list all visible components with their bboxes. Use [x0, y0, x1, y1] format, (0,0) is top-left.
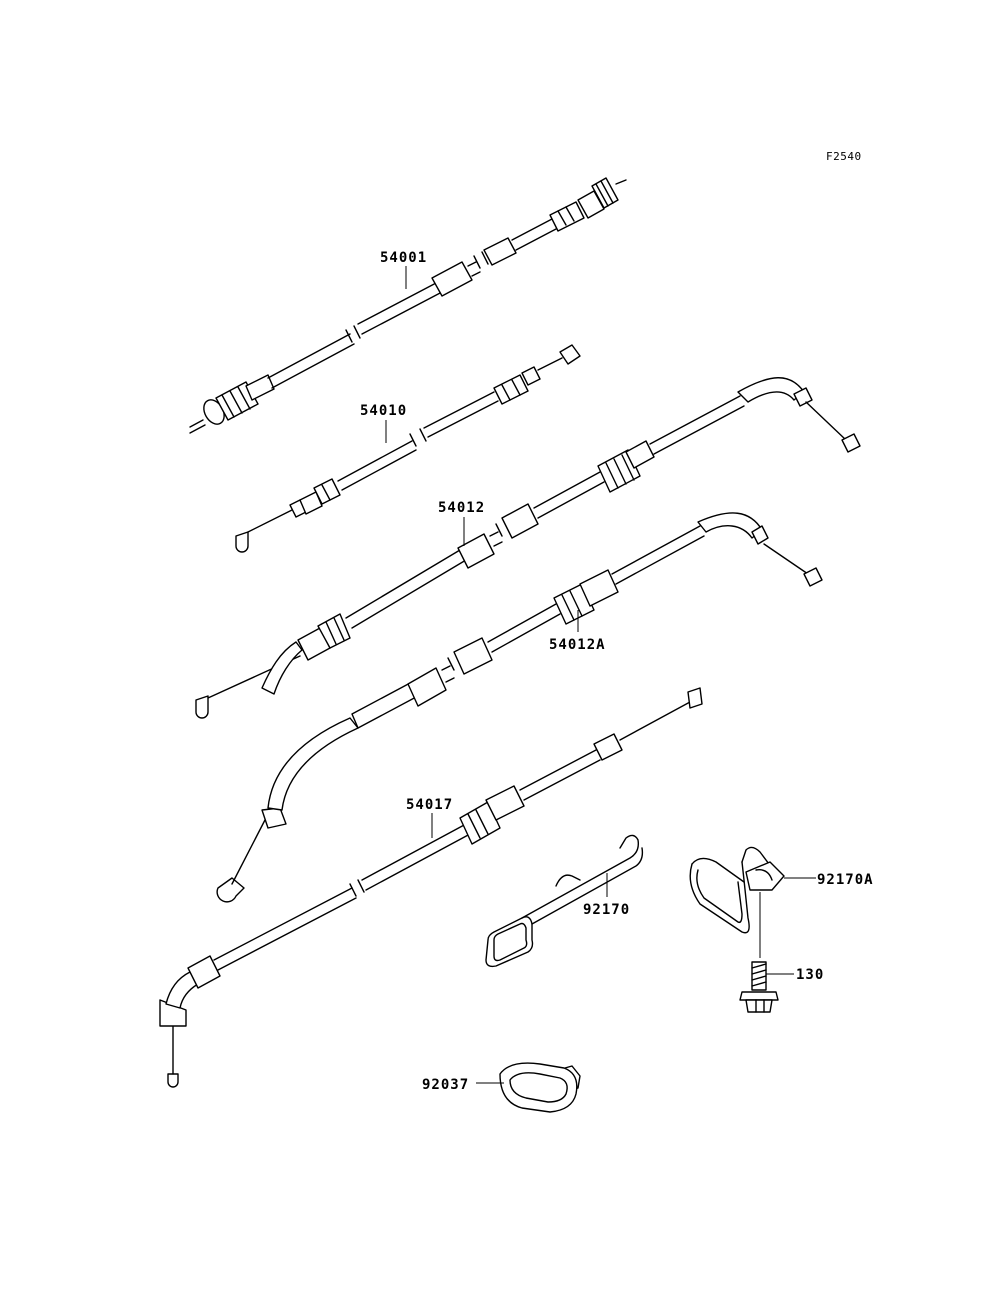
callout-92037[interactable]: 92037 — [422, 1077, 469, 1093]
clamp-92170A[interactable] — [689, 846, 785, 934]
callout-54012A[interactable]: 54012A — [549, 637, 606, 653]
cable-54017[interactable] — [159, 687, 703, 1088]
holder-92037[interactable] — [499, 1062, 581, 1113]
cable-54010[interactable] — [235, 344, 581, 553]
cable-54001[interactable] — [189, 177, 627, 434]
figure-reference: F2540 — [826, 150, 862, 163]
bolt-130[interactable] — [739, 892, 779, 1013]
clamp-92170[interactable] — [485, 834, 644, 968]
callout-130[interactable]: 130 — [796, 967, 824, 983]
callout-54012[interactable]: 54012 — [438, 500, 485, 516]
callout-92170A[interactable]: 92170A — [817, 872, 874, 888]
callout-54017[interactable]: 54017 — [406, 797, 453, 813]
cable-54012[interactable] — [195, 377, 861, 719]
cable-54012A[interactable] — [216, 512, 823, 903]
callout-54001[interactable]: 54001 — [380, 250, 427, 266]
callout-54010[interactable]: 54010 — [360, 403, 407, 419]
callout-92170[interactable]: 92170 — [583, 902, 630, 918]
